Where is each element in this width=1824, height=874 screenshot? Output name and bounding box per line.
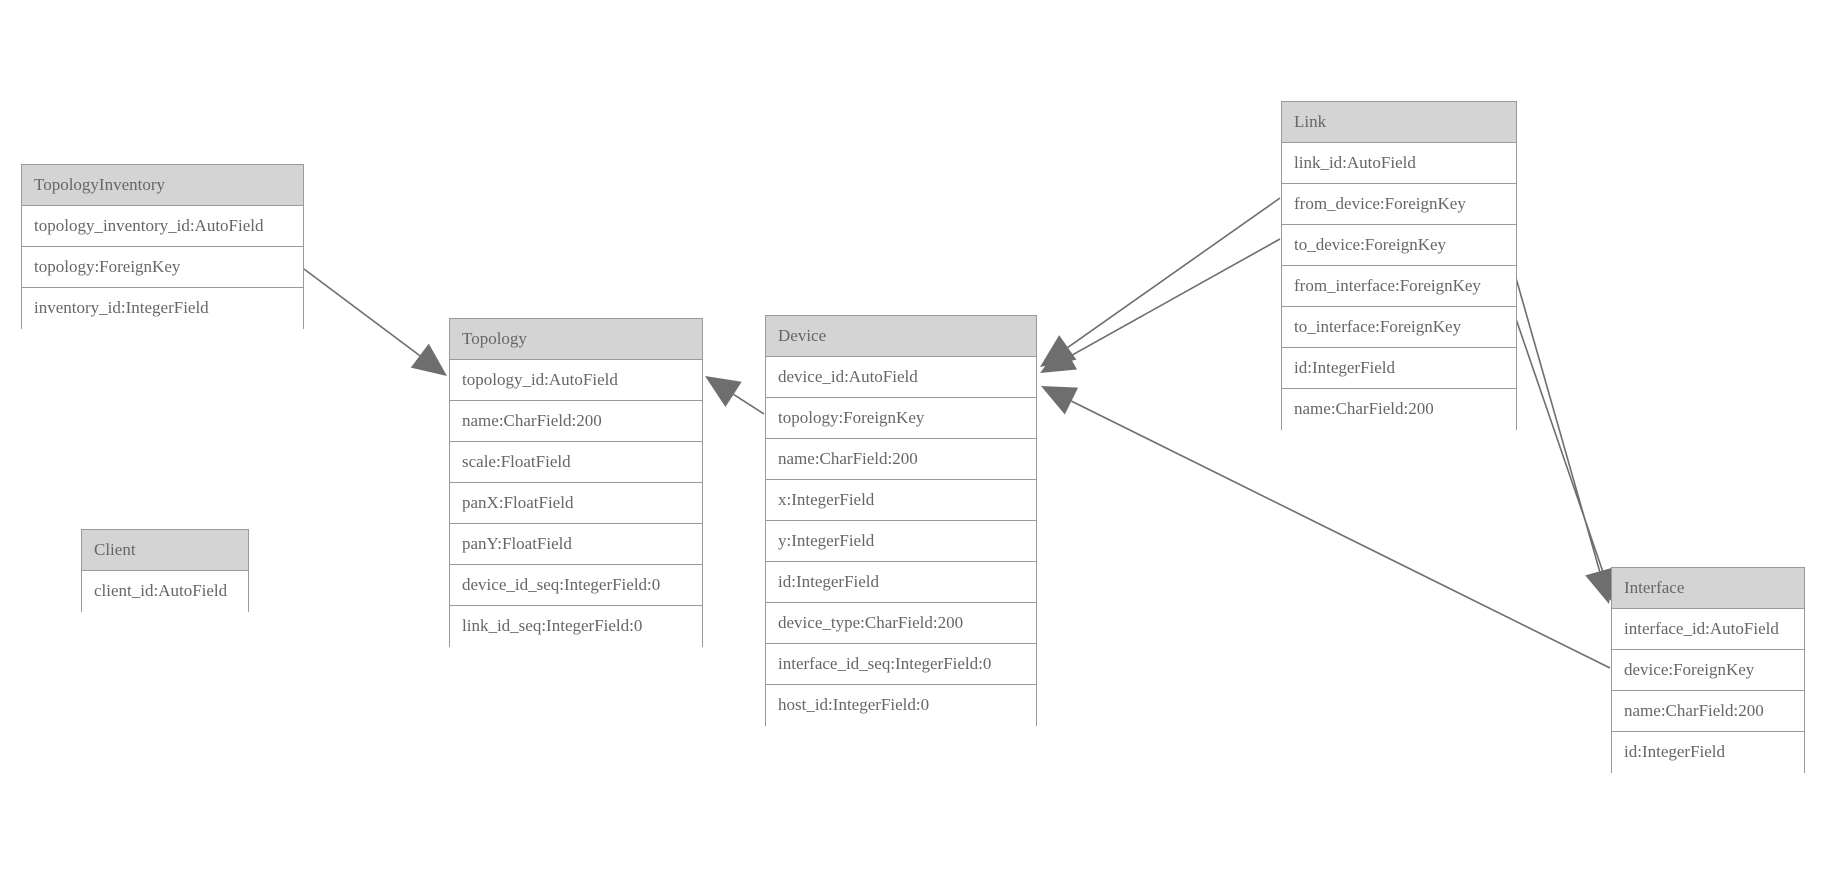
relationship-line [733,393,765,415]
entity-field[interactable]: scale:FloatField [450,442,702,483]
entity-field[interactable]: device_id:AutoField [766,357,1036,398]
entity-title: Topology [450,319,702,360]
entity-field[interactable]: panY:FloatField [450,524,702,565]
relationship-link-todevice-device [1040,238,1281,373]
relationship-line [1515,277,1601,572]
entity-title: Device [766,316,1036,357]
arrowhead-icon [1585,567,1615,604]
entity-field[interactable]: y:IntegerField [766,521,1036,562]
relationship-link-tointerface-interface [1515,318,1618,604]
arrowhead-icon [1040,335,1077,367]
entity-field[interactable]: device:ForeignKey [1612,650,1804,691]
relationship-line [1515,318,1604,573]
entity-field[interactable]: topology_inventory_id:AutoField [22,206,303,247]
entity-field[interactable]: id:IntegerField [1612,732,1804,773]
arrowhead-icon [1041,386,1079,415]
entity-field[interactable]: link_id:AutoField [1282,143,1516,184]
entity-field[interactable]: topology_id:AutoField [450,360,702,401]
entity-field[interactable]: to_interface:ForeignKey [1282,307,1516,348]
entity-title: Interface [1612,568,1804,609]
entity-field[interactable]: id:IntegerField [766,562,1036,603]
entity-field[interactable]: device_type:CharField:200 [766,603,1036,644]
relationship-device-topology [705,376,765,415]
entity-field[interactable]: topology:ForeignKey [766,398,1036,439]
entity-field[interactable]: host_id:IntegerField:0 [766,685,1036,726]
entity-field[interactable]: inventory_id:IntegerField [22,288,303,329]
entity-title: TopologyInventory [22,165,303,206]
entity-field[interactable]: from_device:ForeignKey [1282,184,1516,225]
relationship-link-frominterface-interface [1515,277,1615,604]
entity-field[interactable]: topology:ForeignKey [22,247,303,288]
relationship-line [303,268,421,357]
entity-field[interactable]: panX:FloatField [450,483,702,524]
entity-field[interactable]: link_id_seq:IntegerField:0 [450,606,702,647]
entity-field[interactable]: x:IntegerField [766,480,1036,521]
arrowhead-icon [1040,343,1077,373]
entity-field[interactable]: to_device:ForeignKey [1282,225,1516,266]
relationship-line [1071,400,1611,669]
entity-field[interactable]: from_interface:ForeignKey [1282,266,1516,307]
arrowhead-icon [410,343,447,376]
entity-field[interactable]: name:CharField:200 [450,401,702,442]
entity-field[interactable]: device_id_seq:IntegerField:0 [450,565,702,606]
entity-field[interactable]: name:CharField:200 [1612,691,1804,732]
entity-field[interactable]: client_id:AutoField [82,571,248,612]
entity-field[interactable]: name:CharField:200 [1282,389,1516,430]
relationship-link-fromdevice-device [1040,197,1281,367]
relationship-line [1069,238,1281,358]
relationship-line [1067,197,1281,349]
relationship-topologyinventory-topology [303,268,447,376]
entity-title: Link [1282,102,1516,143]
entity-field[interactable]: id:IntegerField [1282,348,1516,389]
entity-title: Client [82,530,248,571]
entity-field[interactable]: name:CharField:200 [766,439,1036,480]
entity-field[interactable]: interface_id_seq:IntegerField:0 [766,644,1036,685]
arrowhead-icon [705,376,742,408]
entity-field[interactable]: interface_id:AutoField [1612,609,1804,650]
